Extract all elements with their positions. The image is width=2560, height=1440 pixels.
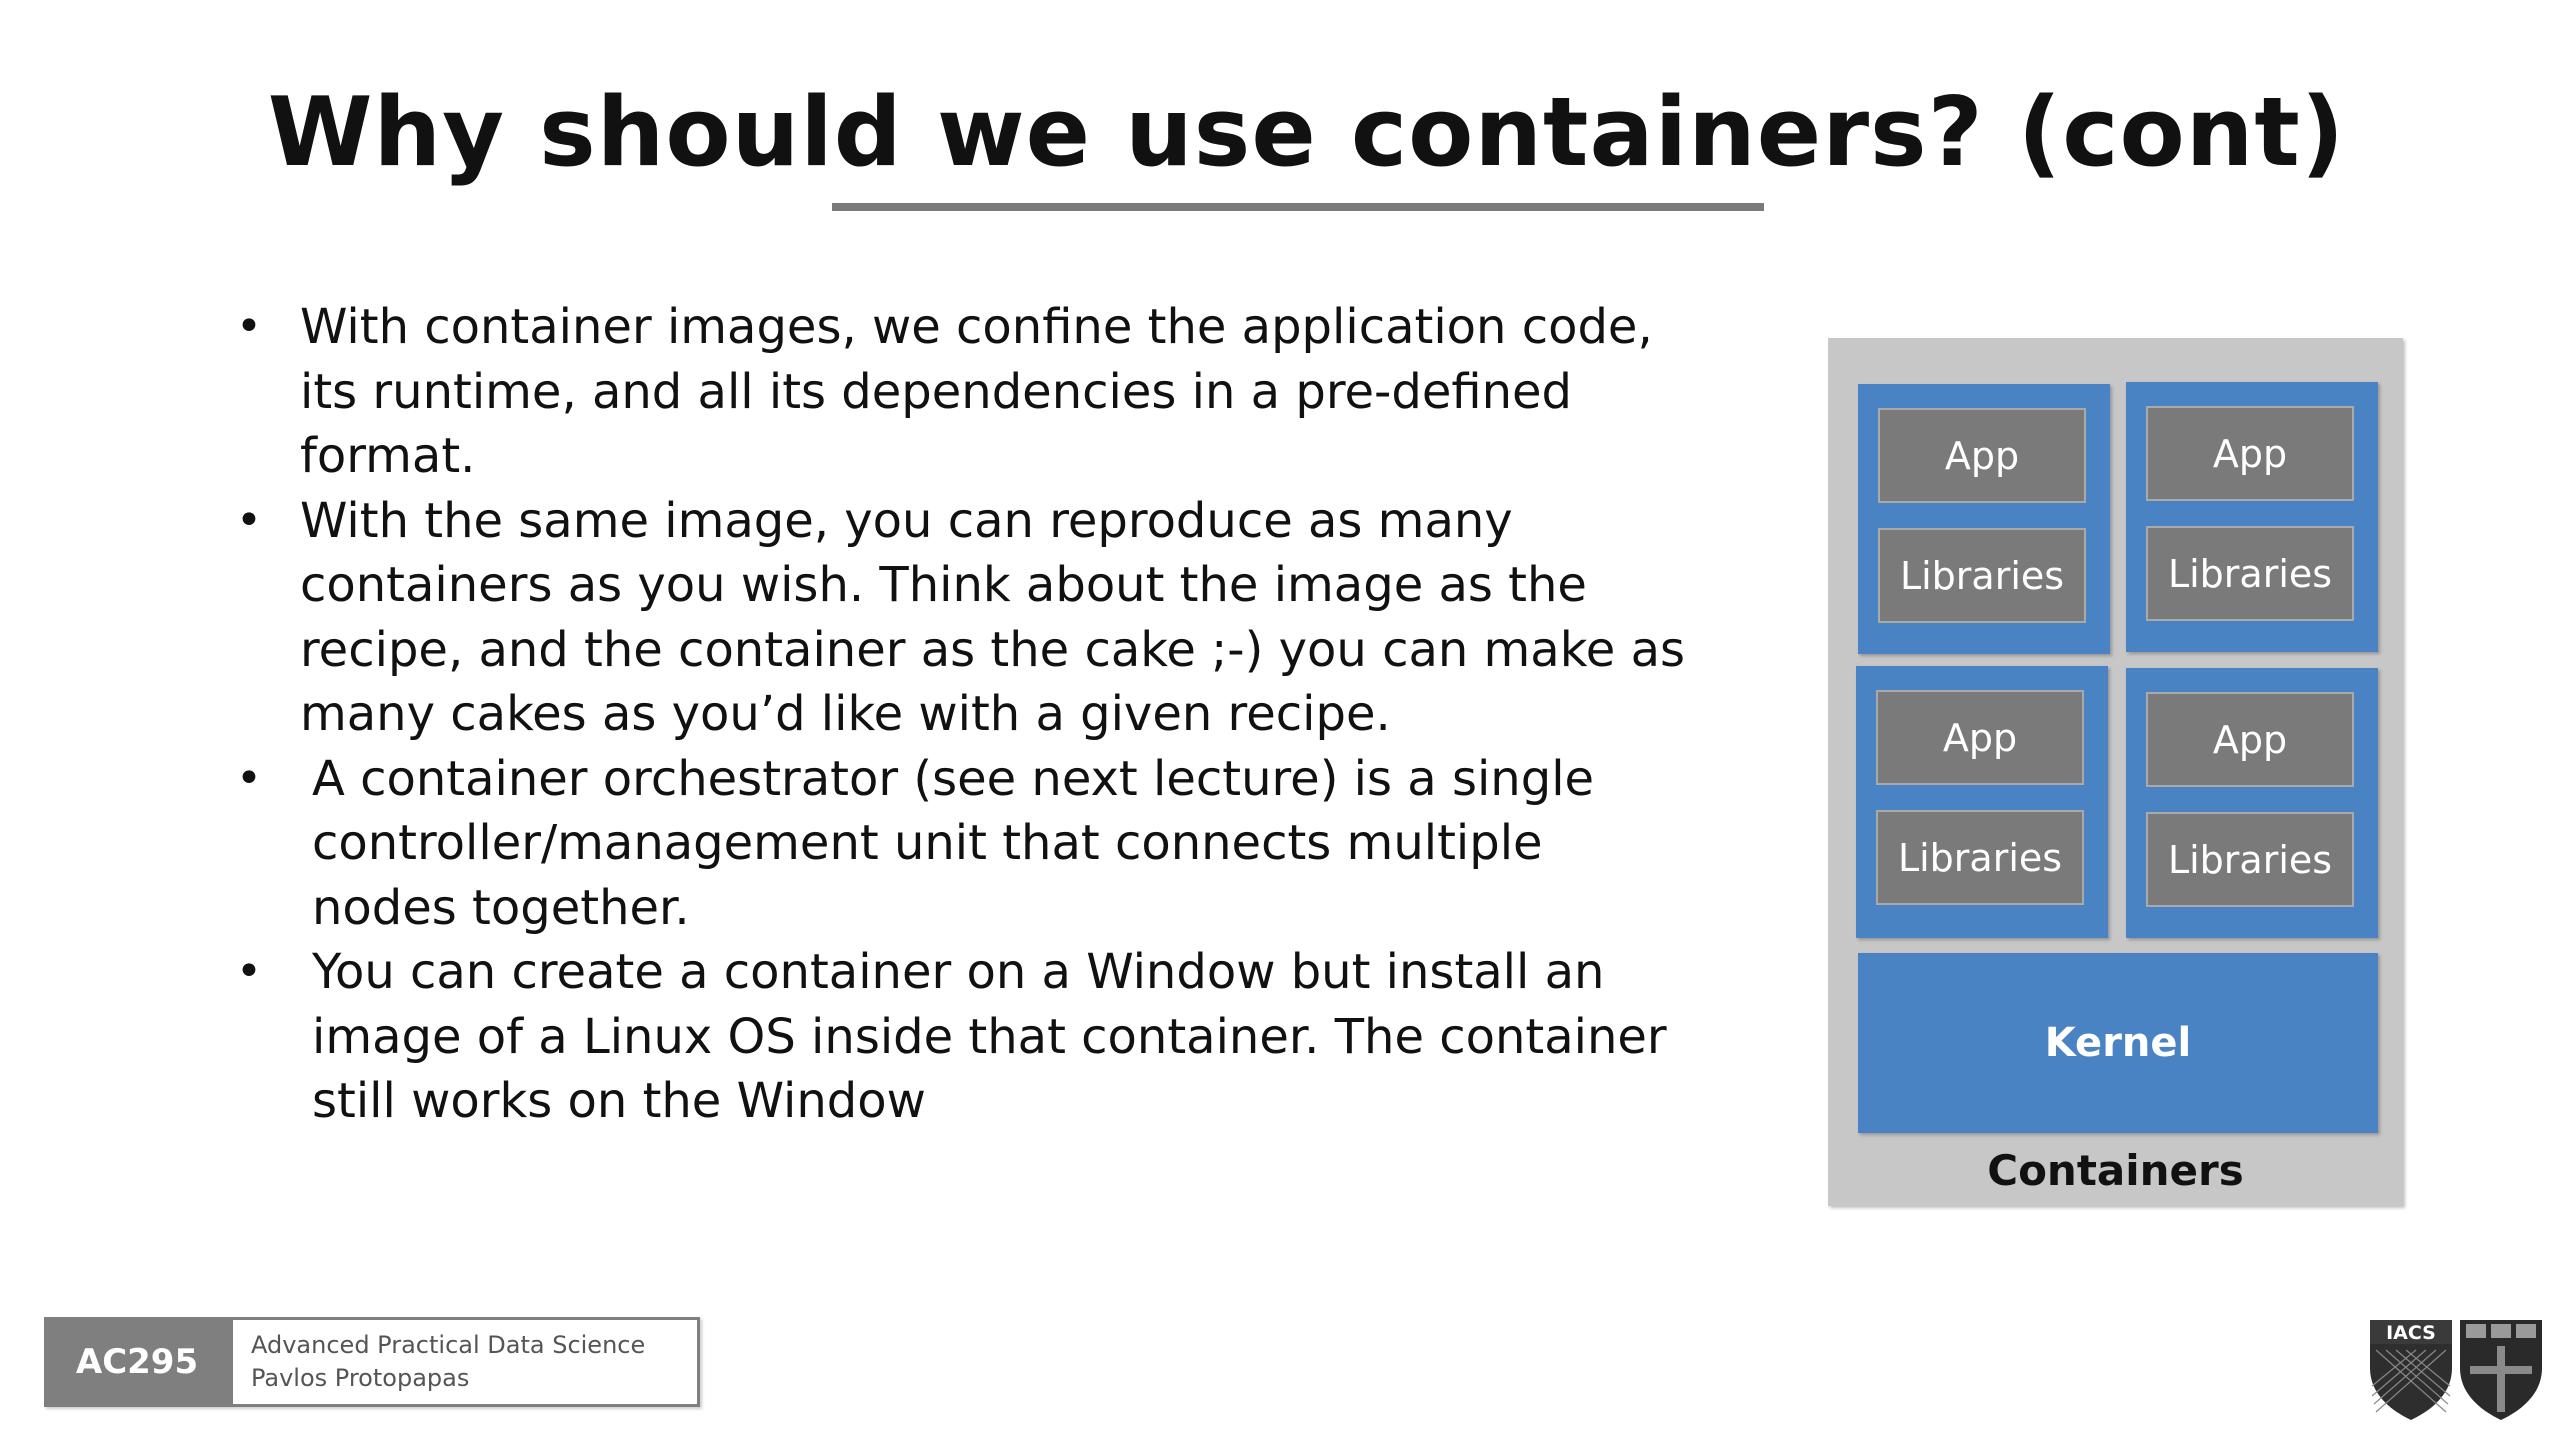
libraries-layer: Libraries (1878, 528, 2086, 623)
bullet-marker: • (236, 494, 262, 546)
bullet-list: • With container images, we confine the … (230, 295, 1760, 1134)
bullet-line: nodes together. (312, 879, 690, 936)
instructor-name: Pavlos Protopapas (251, 1364, 470, 1392)
bullet-line: containers as you wish. Think about the … (300, 557, 1587, 613)
containers-diagram: App Libraries App Libraries App Librarie… (1828, 338, 2403, 1206)
bullet-line: You can create a container on a Window b… (312, 944, 1605, 1000)
harvard-shield-icon (2460, 1320, 2542, 1420)
bullet-line: many cakes as you’d like with a given re… (300, 686, 1391, 742)
bullet-item-1: • With container images, we confine the … (230, 295, 1760, 489)
bullet-marker: • (236, 301, 262, 352)
course-badge: AC295 Advanced Practical Data Science Pa… (44, 1317, 700, 1407)
container-box: App Libraries (2126, 668, 2378, 938)
course-code: AC295 (44, 1317, 230, 1407)
app-layer: App (1876, 690, 2084, 785)
container-box: App Libraries (1858, 384, 2110, 654)
course-name: Advanced Practical Data Science (251, 1331, 646, 1359)
app-layer: App (2146, 406, 2354, 501)
bullet-line: image of a Linux OS inside that containe… (312, 1008, 1667, 1065)
title-underline (832, 203, 1764, 211)
bullet-line: format. (300, 428, 476, 484)
app-layer: App (1878, 408, 2086, 503)
bullet-line: still works on the Window (312, 1073, 926, 1129)
iacs-shield-icon: IACS (2370, 1320, 2452, 1420)
bullet-item-3: • A container orchestrator (see next lec… (230, 747, 1760, 941)
slide-title: Why should we use containers? (cont) (267, 78, 2346, 188)
bullet-line: recipe, and the container as the cake ;-… (300, 621, 1686, 678)
course-info: Advanced Practical Data Science Pavlos P… (230, 1317, 700, 1407)
bullet-marker: • (236, 752, 262, 804)
bullet-line: A container orchestrator (see next lectu… (312, 750, 1595, 807)
diagram-caption: Containers (1987, 1146, 2244, 1195)
bullet-item-2: • With the same image, you can reproduce… (230, 489, 1760, 747)
libraries-layer: Libraries (2146, 812, 2354, 907)
bullet-line: its runtime, and all its dependencies in… (300, 363, 1572, 420)
container-box: App Libraries (2126, 382, 2378, 652)
bullet-line: With the same image, you can reproduce a… (300, 492, 1513, 549)
bullet-line: controller/management unit that connects… (312, 815, 1543, 871)
bullet-line: With container images, we confine the ap… (300, 299, 1653, 355)
libraries-layer: Libraries (1876, 810, 2084, 905)
bullet-marker: • (236, 946, 262, 997)
app-layer: App (2146, 692, 2354, 787)
kernel-box: Kernel (1858, 953, 2378, 1133)
logo-text: IACS (2386, 1322, 2436, 1344)
container-box: App Libraries (1856, 666, 2108, 938)
libraries-layer: Libraries (2146, 526, 2354, 621)
bullet-item-4: • You can create a container on a Window… (230, 940, 1760, 1134)
harvard-shields-logo: IACS (2370, 1320, 2542, 1420)
